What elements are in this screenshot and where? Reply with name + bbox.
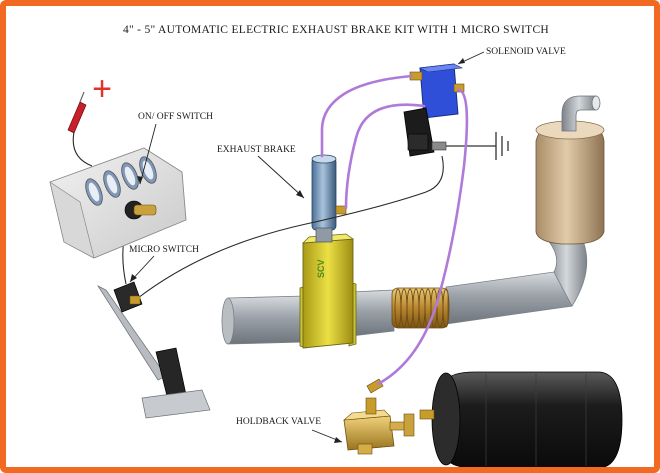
muffler <box>535 120 605 245</box>
positive-terminal: + <box>67 70 112 134</box>
solenoid-valve <box>403 63 465 157</box>
holdback-valve <box>343 378 415 455</box>
exhaust-brake: SCV <box>299 154 357 349</box>
air-hoses <box>320 74 469 386</box>
label-exhaust-brake: EXHAUST BRAKE <box>217 145 296 155</box>
tail-pipe <box>561 95 601 132</box>
label-solenoid-valve: SOLENOID VALVE <box>486 47 566 57</box>
label-micro-switch: MICRO SWITCH <box>129 245 199 255</box>
exhaust-brake-kit-diagram: 4" - 5" AUTOMATIC ELECTRIC EXHAUST BRAKE… <box>49 24 623 467</box>
diagram-title: 4" - 5" AUTOMATIC ELECTRIC EXHAUST BRAKE… <box>123 24 549 36</box>
pedal-assembly <box>97 281 211 419</box>
dashboard-panel <box>49 147 187 259</box>
micro-switch-icon <box>113 281 143 313</box>
air-tank <box>419 371 623 467</box>
label-holdback-valve: HOLDBACK VALVE <box>236 417 321 427</box>
brand-mark: SCV <box>316 259 326 278</box>
positive-icon: + <box>92 70 112 108</box>
exhaust-pipe <box>221 235 588 345</box>
ground-icon <box>446 132 509 160</box>
flex-bellows <box>391 287 450 329</box>
callouts: SOLENOID VALVE ON/ OFF SWITCH EXHAUST BR… <box>129 47 566 443</box>
label-on-off-switch: ON/ OFF SWITCH <box>138 112 213 122</box>
